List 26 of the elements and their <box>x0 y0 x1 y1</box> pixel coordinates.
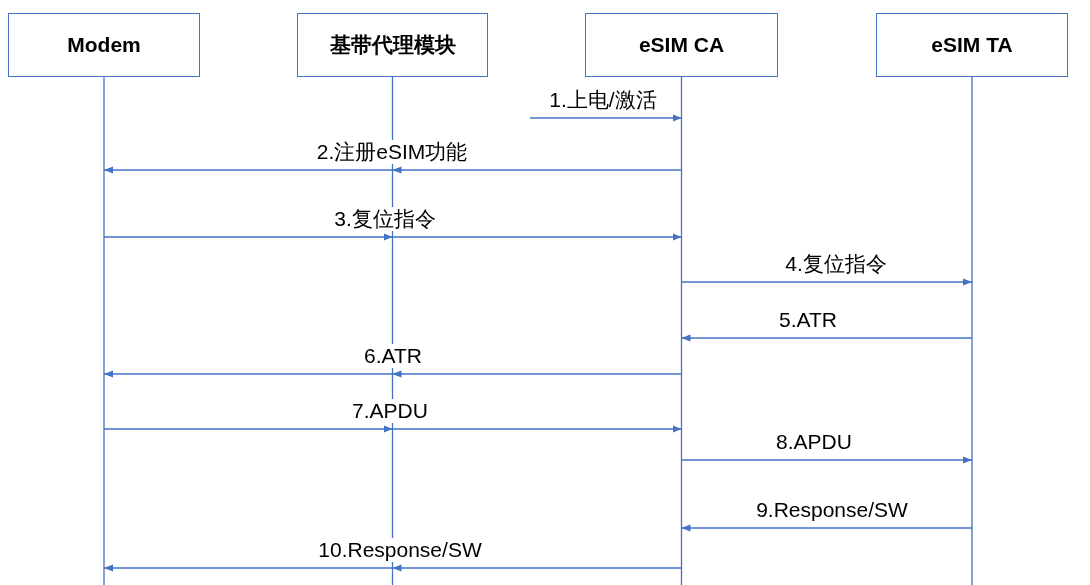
edge-label: 6.ATR <box>362 344 424 368</box>
message-arrow <box>103 425 394 433</box>
message-arrow <box>391 233 683 241</box>
participant-name: 基带代理模块 <box>329 32 456 58</box>
edge-label: 7.APDU <box>350 399 430 423</box>
message-arrow <box>103 370 394 378</box>
message-arrow <box>680 524 973 532</box>
edge-label: 2.注册eSIM功能 <box>314 140 470 164</box>
message-arrow <box>680 456 973 464</box>
participant-name: eSIM CA <box>638 33 725 57</box>
edge-label: 3.复位指令 <box>332 207 438 231</box>
message-arrow <box>391 564 683 572</box>
message-arrow <box>391 370 683 378</box>
message-arrow <box>103 233 394 241</box>
message-arrow <box>391 425 683 433</box>
message-arrow <box>103 564 394 572</box>
edge-label: 10.Response/SW <box>316 538 484 562</box>
participant-name: eSIM TA <box>931 33 1013 57</box>
participant-name: Modem <box>67 33 141 57</box>
message-arrow <box>680 334 973 342</box>
message-arrow <box>391 166 683 174</box>
message-arrow <box>529 114 683 122</box>
message-arrow <box>680 278 973 286</box>
message-arrow <box>103 166 394 174</box>
edge-label: 4.复位指令 <box>783 252 889 276</box>
edge-label: 1.上电/激活 <box>547 88 659 112</box>
